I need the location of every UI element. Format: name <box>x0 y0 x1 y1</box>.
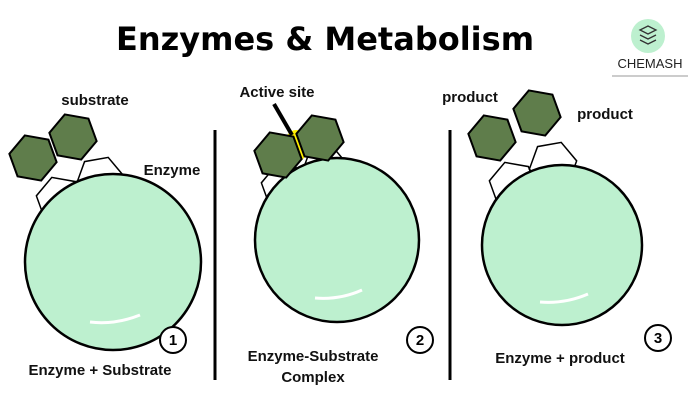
page-title: Enzymes & Metabolism <box>116 20 534 58</box>
panel-caption: Enzyme + product <box>495 350 625 367</box>
active-site-label: Active site <box>239 84 314 101</box>
panel-3: product product 3 Enzyme + product <box>442 87 672 367</box>
enzyme-body <box>23 172 203 352</box>
enzyme-body <box>253 156 421 324</box>
svg-text:CHEMASH: CHEMASH <box>617 56 682 71</box>
panel-2: Active site 2 Enzyme-Substrate Complex <box>239 84 434 386</box>
step-number-badge <box>159 326 187 354</box>
svg-text:1: 1 <box>169 332 177 349</box>
pointer-arrow <box>272 102 294 137</box>
substrate-label: substrate <box>61 92 129 109</box>
product-label: product <box>577 106 633 123</box>
product-hex <box>508 87 566 139</box>
product-label: product <box>442 89 498 106</box>
chemash-logo: CHEMASH <box>612 19 688 77</box>
svg-text:3: 3 <box>654 330 662 347</box>
enzyme-body <box>480 163 644 327</box>
panel-caption: Enzyme + Substrate <box>29 362 172 379</box>
panel-caption: Enzyme-Substrate <box>248 348 379 365</box>
panel-caption: Complex <box>281 369 345 386</box>
step-number-badge <box>406 326 434 354</box>
svg-text:2: 2 <box>416 332 424 349</box>
product-hex <box>463 112 521 164</box>
step-number-badge <box>644 324 672 352</box>
enzyme-label: Enzyme <box>144 162 201 179</box>
panel-1: substrate Enzyme 1 Enzyme + Substrate <box>4 92 203 379</box>
